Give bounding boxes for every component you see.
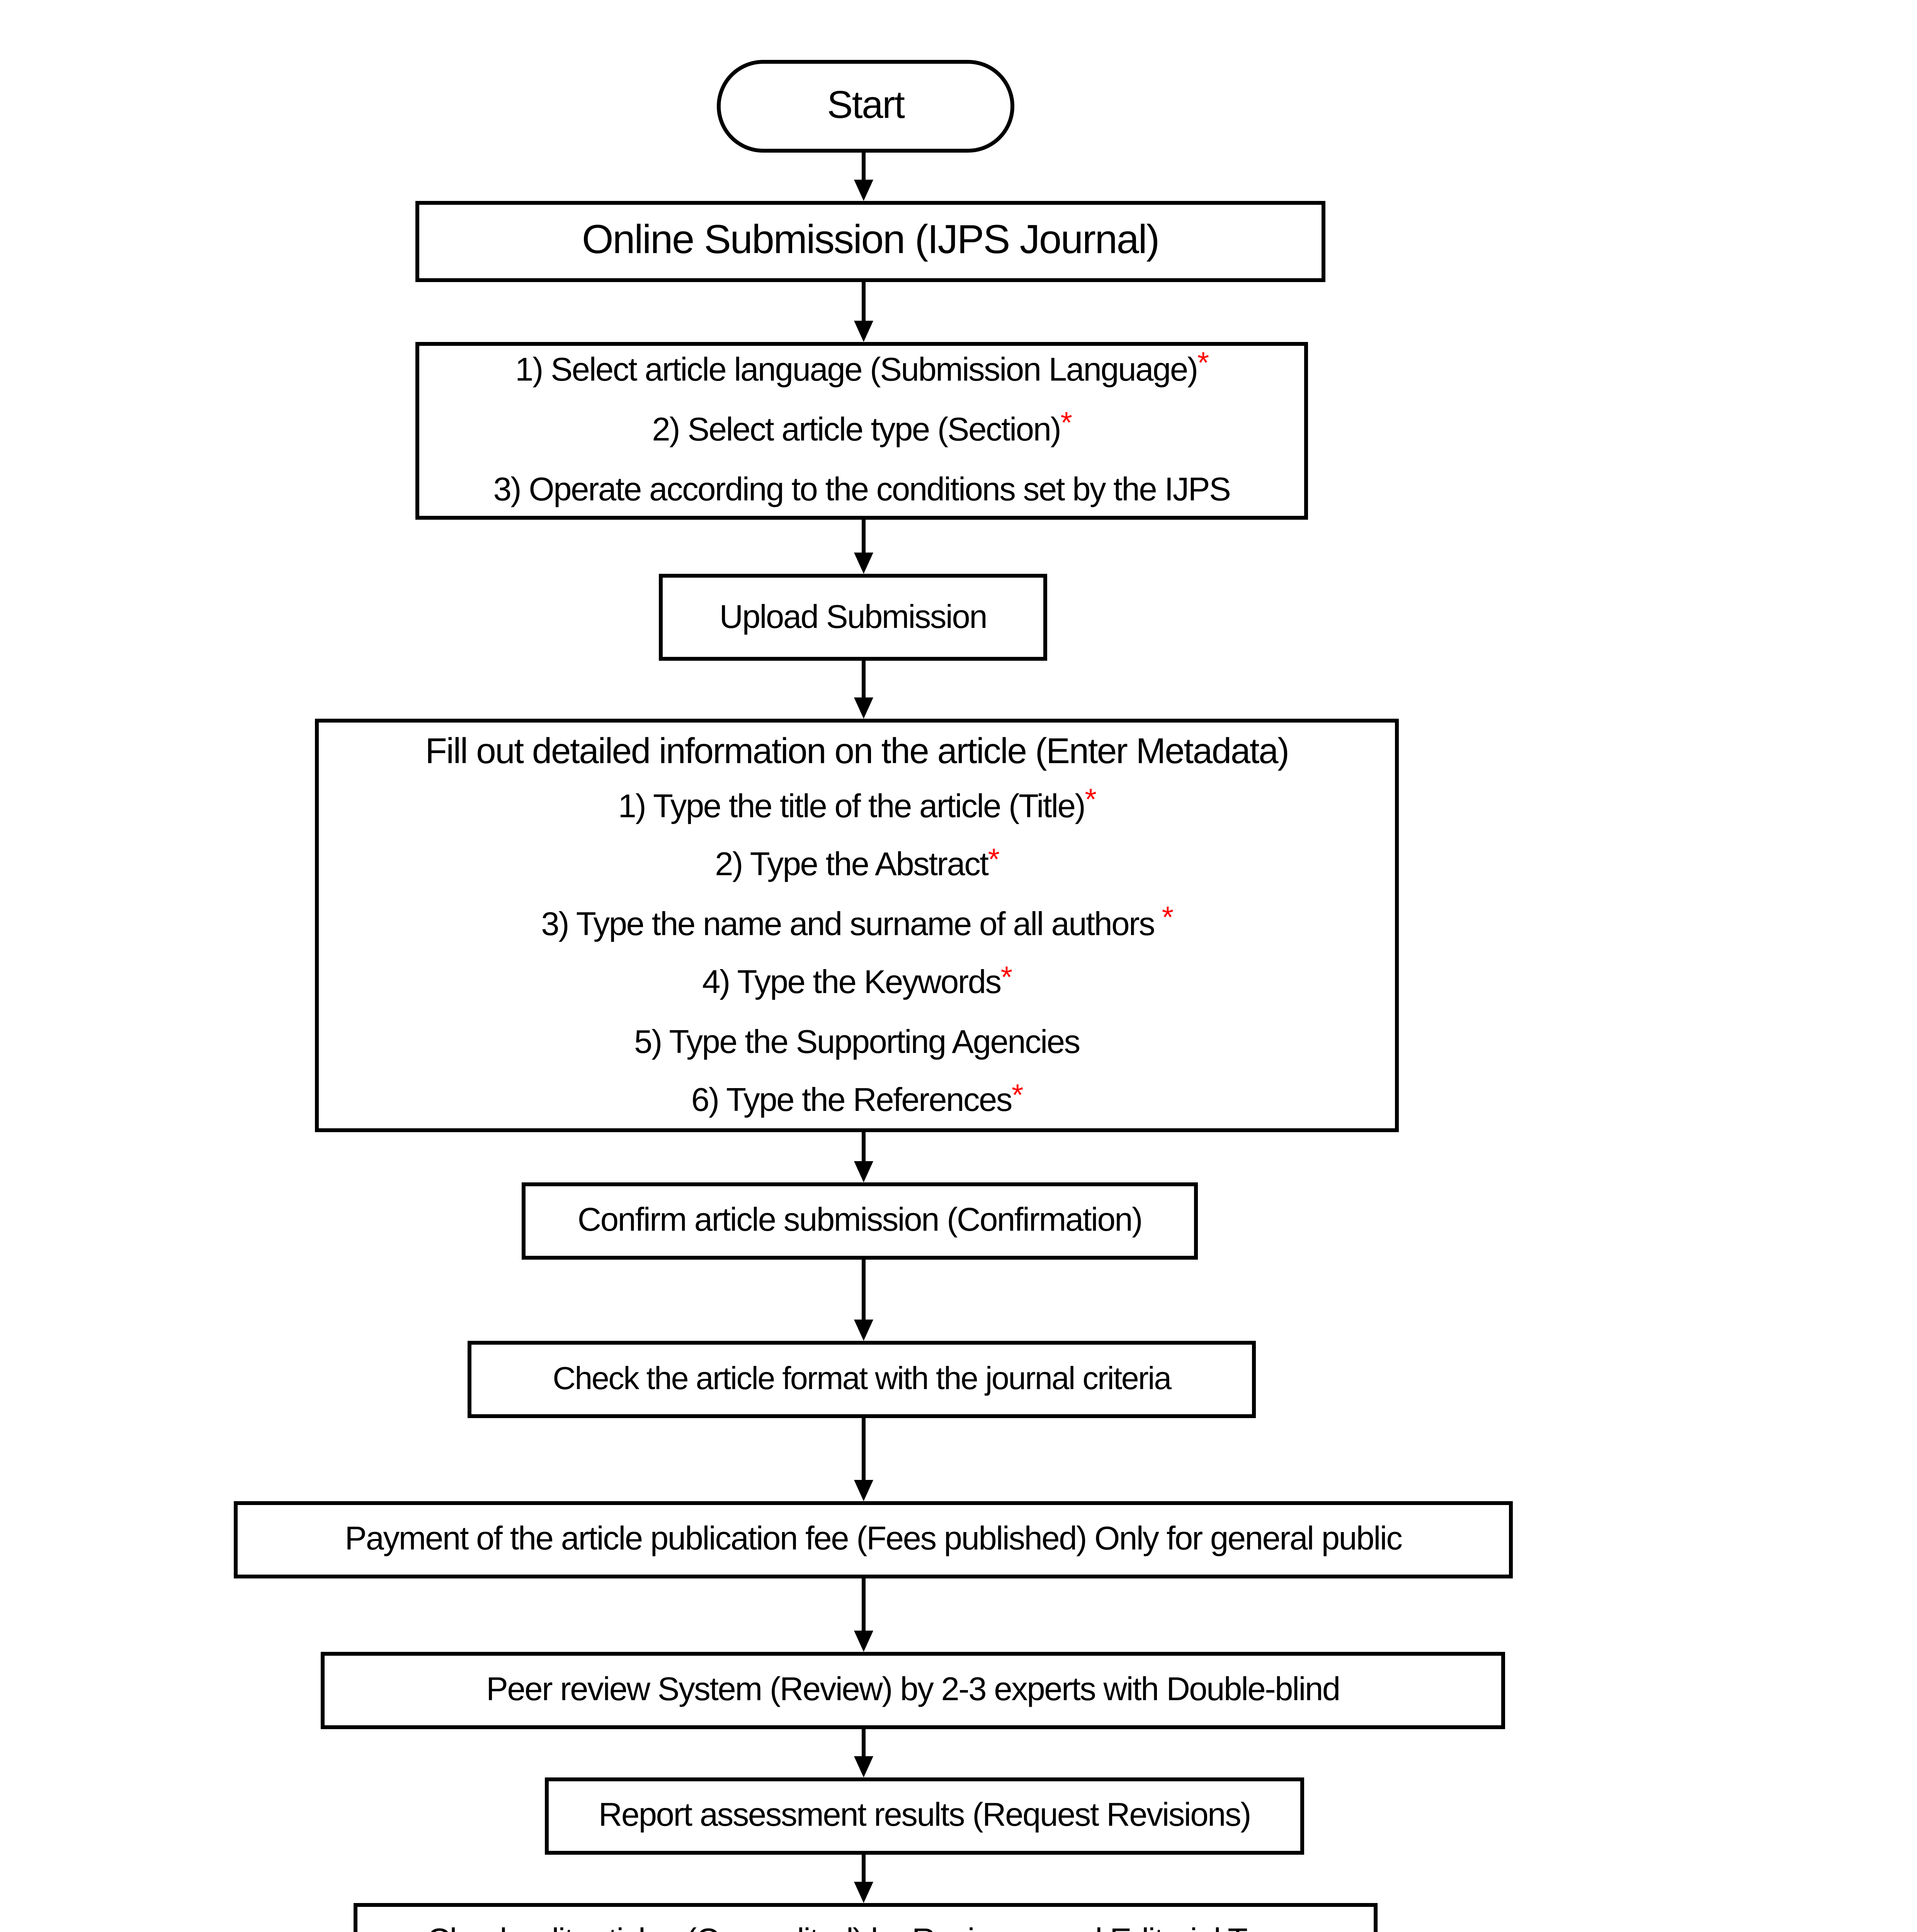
arrow-shaft [862, 282, 865, 325]
metadata-line-text: 6) Type the References [691, 1082, 1013, 1119]
metadata-line-text: 3) Type the name and surname of all auth… [541, 905, 1155, 942]
flow-arrow [852, 1418, 875, 1501]
flow-arrow [852, 1132, 875, 1182]
flow-arrow [852, 1729, 875, 1777]
metadata-line-text: 5) Type the Supporting Agencies [634, 1023, 1080, 1060]
selection-step-text: 2) Select article type (Section) [652, 410, 1061, 447]
arrow-shaft [862, 661, 865, 701]
arrow-head-icon [854, 697, 873, 719]
format-check-label: Check the article format with the journa… [553, 1361, 1172, 1396]
arrow-head-icon [854, 1320, 873, 1341]
upload-submission-label: Upload Submission [719, 598, 988, 635]
flow-node-confirmation: Confirm article submission (Confirmation… [522, 1182, 1198, 1260]
arrow-head-icon [854, 553, 873, 574]
flow-arrow [852, 1578, 875, 1652]
flow-node-start: Start [717, 60, 1014, 153]
required-asterisk: * [988, 843, 1000, 876]
metadata-line: 2) Type the Abstract* [715, 837, 1000, 896]
metadata-line: 4) Type the Keywords* [702, 954, 1012, 1014]
flow-node-online-submission: Online Submission (IJPS Journal) [415, 201, 1325, 282]
selection-step-line: 1) Select article language (Submission L… [515, 341, 1209, 401]
arrow-shaft [862, 1418, 865, 1484]
required-asterisk: * [1154, 902, 1174, 935]
flow-node-peer-review: Peer review System (Review) by 2-3 exper… [321, 1652, 1505, 1729]
arrow-head-icon [854, 1480, 873, 1501]
flow-arrow [852, 661, 875, 719]
metadata-line: 6) Type the References* [691, 1072, 1024, 1131]
arrow-head-icon [854, 1756, 873, 1777]
flow-arrow [852, 520, 875, 574]
flow-node-selection-steps: 1) Select article language (Submission L… [415, 342, 1308, 520]
payment-label: Payment of the article publication fee (… [345, 1520, 1402, 1557]
flow-node-format-check: Check the article format with the journa… [468, 1341, 1256, 1418]
online-submission-label: Online Submission (IJPS Journal) [582, 218, 1160, 263]
arrow-head-icon [854, 1631, 873, 1652]
flow-node-enter-metadata: Fill out detailed information on the art… [315, 719, 1399, 1132]
arrow-shaft [862, 1729, 865, 1760]
start-label: Start [827, 84, 905, 127]
metadata-line-text: 4) Type the Keywords [702, 964, 1002, 1001]
arrow-shaft [862, 1578, 865, 1634]
flow-node-payment: Payment of the article publication fee (… [234, 1501, 1513, 1578]
selection-step-text: 1) Select article language (Submission L… [515, 350, 1198, 388]
selection-step-text: 3) Operate according to the conditions s… [493, 470, 1231, 507]
arrow-shaft [862, 1260, 865, 1323]
metadata-line-text: 1) Type the title of the article (Title) [618, 787, 1086, 824]
arrow-head-icon [854, 1161, 873, 1182]
flow-arrow [852, 153, 875, 201]
required-asterisk: * [1012, 1079, 1023, 1112]
arrow-head-icon [854, 180, 873, 201]
metadata-line: 5) Type the Supporting Agencies [634, 1014, 1080, 1073]
peer-review-label: Peer review System (Review) by 2-3 exper… [486, 1671, 1340, 1708]
flow-arrow [852, 1260, 875, 1341]
flow-node-upload-submission: Upload Submission [659, 574, 1047, 661]
required-asterisk: * [1085, 784, 1096, 818]
metadata-title: Fill out detailed information on the art… [425, 729, 1289, 770]
arrow-shaft [862, 153, 865, 184]
flow-node-report-results: Report assessment results (Request Revis… [545, 1777, 1304, 1855]
flow-arrow [852, 282, 875, 342]
report-results-label: Report assessment results (Request Revis… [598, 1797, 1252, 1833]
metadata-line-text: 2) Type the Abstract [715, 846, 989, 883]
required-asterisk: * [1197, 348, 1209, 381]
metadata-line: 1) Type the title of the article (Title)… [618, 778, 1097, 837]
selection-step-line: 2) Select article type (Section)* [652, 401, 1072, 461]
confirmation-label: Confirm article submission (Confirmation… [577, 1202, 1143, 1238]
metadata-line: 3) Type the name and surname of all auth… [541, 896, 1174, 955]
selection-step-line: 3) Operate according to the conditions s… [493, 461, 1231, 521]
arrow-head-icon [854, 1882, 873, 1903]
arrow-head-icon [854, 321, 873, 342]
arrow-shaft [862, 520, 865, 556]
required-asterisk: * [1060, 408, 1072, 441]
arrow-shaft [862, 1855, 865, 1886]
arrow-shaft [862, 1132, 865, 1165]
flow-arrow [852, 1855, 875, 1903]
required-asterisk: * [1000, 961, 1012, 994]
